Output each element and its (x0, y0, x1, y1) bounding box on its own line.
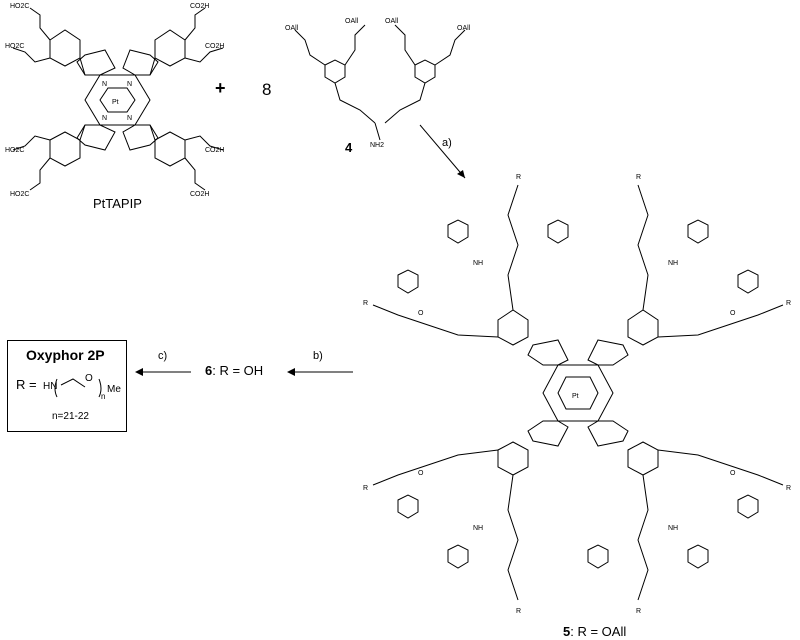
porphyrin-core (12, 7, 224, 191)
co2h-group: CO2H (190, 191, 209, 198)
dendron-branches (372, 184, 784, 601)
r-group: R (516, 608, 521, 615)
nh-group: NH (668, 525, 678, 532)
r-group: R (363, 300, 368, 307)
product-5-label: 5: R = OAll (563, 624, 626, 639)
plus-sign: + (215, 78, 226, 98)
n-atom: N (102, 81, 107, 88)
o-atom: O (418, 470, 424, 477)
oxyphor-r-prefix: R = (16, 377, 37, 392)
oall-group: OAll (457, 25, 471, 32)
o-atom: O (418, 310, 424, 317)
co2h-group: HO2C (5, 43, 24, 50)
pttapip-label: PtTAPIP (93, 196, 142, 211)
o-atom: O (730, 470, 736, 477)
product-6-number: 6 (205, 363, 213, 378)
arrow-a (419, 124, 466, 179)
step-a-label: a) (442, 137, 452, 149)
n-subscript: n (101, 392, 105, 401)
co2h-group: HO2C (10, 191, 29, 198)
product-6-label: 6: R = OH (205, 363, 263, 378)
co2h-group: CO2H (205, 43, 224, 50)
step-b-label: b) (313, 350, 323, 362)
o-atom: O (85, 373, 93, 384)
pt-atom: Pt (112, 99, 119, 106)
product-5-number: 5 (563, 624, 571, 639)
coefficient-8: 8 (262, 80, 272, 99)
oall-group: OAll (345, 18, 359, 25)
r-group: R (786, 485, 791, 492)
n-range: n=21-22 (52, 411, 89, 422)
oxyphor-box: Oxyphor 2P R = HN O n Me n=21-22 (7, 340, 127, 432)
pttapip-structure: Pt N N N N HO2C CO2H HO2C CO2H HO2C CO2H… (5, 3, 224, 198)
n-atom: N (127, 115, 132, 122)
oall-group: OAll (385, 18, 399, 25)
hn-group: HN (43, 381, 57, 392)
peg-chain: HN O n Me (43, 373, 121, 401)
r-group: R (786, 300, 791, 307)
arrow-b (287, 368, 353, 376)
r-group: R (363, 485, 368, 492)
n-atom: N (127, 81, 132, 88)
co2h-group: HO2C (5, 147, 24, 154)
co2h-group: HO2C (10, 3, 29, 10)
nh-group: NH (473, 525, 483, 532)
dendrimer-5-structure: Pt R R R R R R R R NH NH NH NH O O O O (363, 174, 791, 615)
pt-atom: Pt (572, 393, 579, 400)
product-6-r-def: : R = OH (212, 363, 264, 378)
nh-group: NH (668, 260, 678, 267)
r-group: R (636, 608, 641, 615)
oall-group: OAll (285, 25, 299, 32)
compound-4-structure: OAll OAll OAll OAll NH2 (285, 18, 471, 149)
me-group: Me (107, 384, 121, 395)
r-group: R (636, 174, 641, 181)
n-atom: N (102, 115, 107, 122)
product-5-r-def: : R = OAll (570, 624, 627, 639)
amine-group: NH2 (370, 142, 384, 149)
arrow-c (135, 368, 191, 376)
step-c-label: c) (158, 350, 168, 362)
r-group: R (516, 174, 521, 181)
o-atom: O (730, 310, 736, 317)
co2h-group: CO2H (190, 3, 209, 10)
compound-4-label: 4 (345, 140, 353, 155)
co2h-group: CO2H (205, 147, 224, 154)
oxyphor-title: Oxyphor 2P (26, 347, 105, 363)
nh-group: NH (473, 260, 483, 267)
